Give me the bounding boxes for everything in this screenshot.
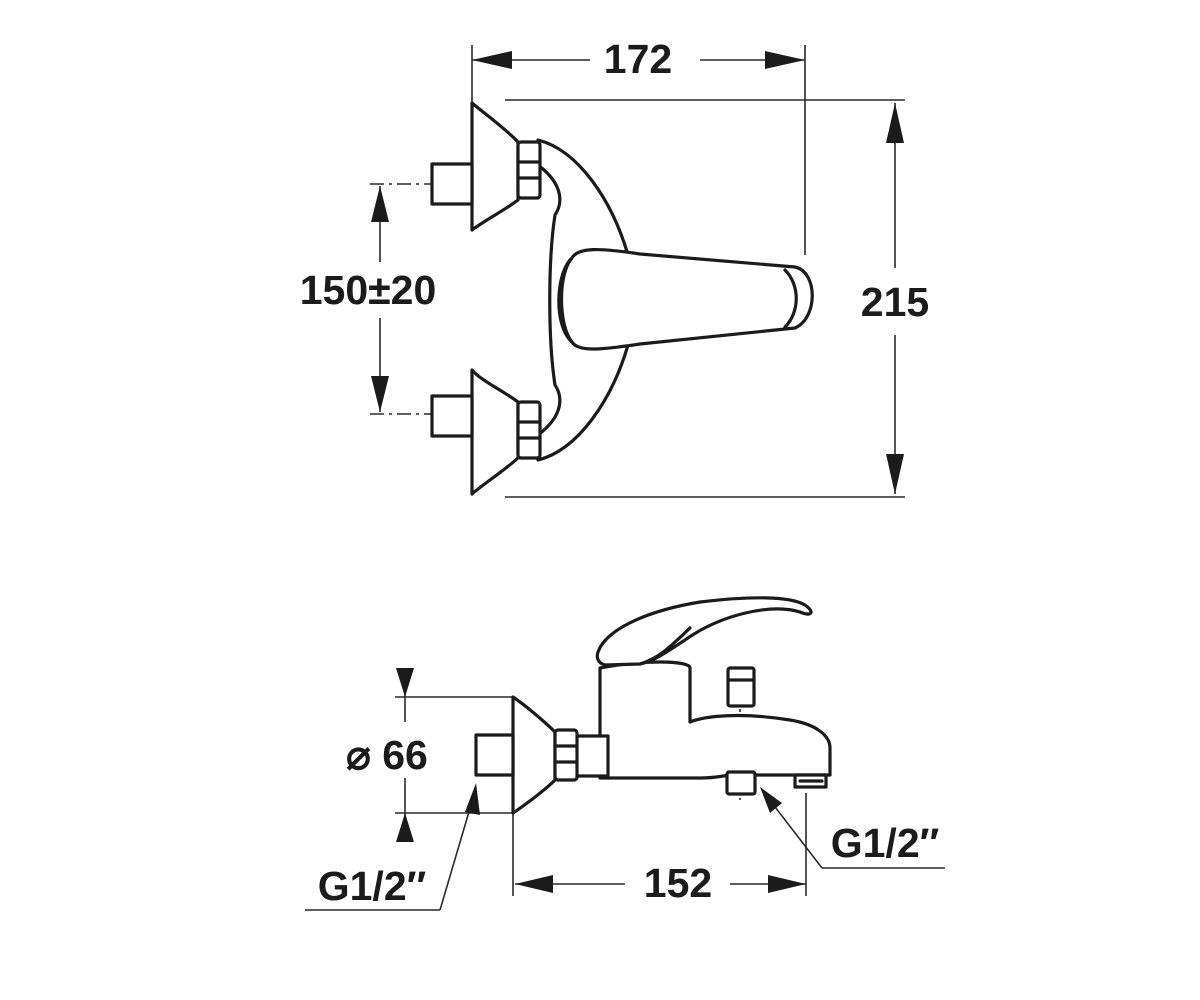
arrowhead	[396, 668, 414, 697]
top-view: 172 215 150±20	[300, 36, 929, 498]
side-wall-flange	[511, 695, 557, 815]
arrowhead	[886, 103, 904, 143]
side-view: ⌀ 66 152 G1/2″ G1/2″	[305, 596, 945, 911]
upper-inlet-connector	[430, 162, 474, 206]
diverter-knob	[726, 666, 756, 708]
dim-spacing-label: 150±20	[300, 267, 437, 313]
lever-handle	[559, 247, 814, 351]
dim-width-label: 172	[604, 36, 672, 82]
dim-projection-label: 152	[644, 860, 712, 906]
arrowhead	[765, 51, 805, 69]
lever-handle-edge	[783, 268, 798, 329]
arrowhead	[371, 186, 389, 222]
arrowhead	[396, 813, 414, 842]
arrowhead	[760, 787, 782, 813]
arrowhead	[768, 875, 806, 893]
arrowhead	[472, 51, 512, 69]
lower-inlet-connector	[430, 394, 474, 438]
upper-wall-flange	[470, 101, 520, 232]
side-lever-underside	[638, 626, 692, 666]
arrowhead	[465, 783, 480, 815]
side-lever-handle	[595, 596, 813, 667]
arrowhead	[515, 875, 553, 893]
dim-height-label: 215	[861, 279, 929, 325]
side-union-nut	[553, 728, 579, 782]
side-inlet-connector	[474, 733, 515, 777]
dim-diameter-label: ⌀ 66	[346, 732, 428, 778]
mixer-body-side	[598, 660, 832, 780]
inlet-thread-label: G1/2″	[318, 863, 427, 909]
arrowhead	[886, 454, 904, 494]
side-connector-stub	[574, 734, 610, 778]
upper-union-nut	[516, 140, 542, 200]
outlet-thread-label: G1/2″	[831, 820, 940, 866]
lower-wall-flange	[470, 368, 520, 496]
bottom-outlet-fitting	[725, 770, 757, 796]
lower-union-nut	[516, 400, 542, 460]
arrowhead	[371, 376, 389, 412]
